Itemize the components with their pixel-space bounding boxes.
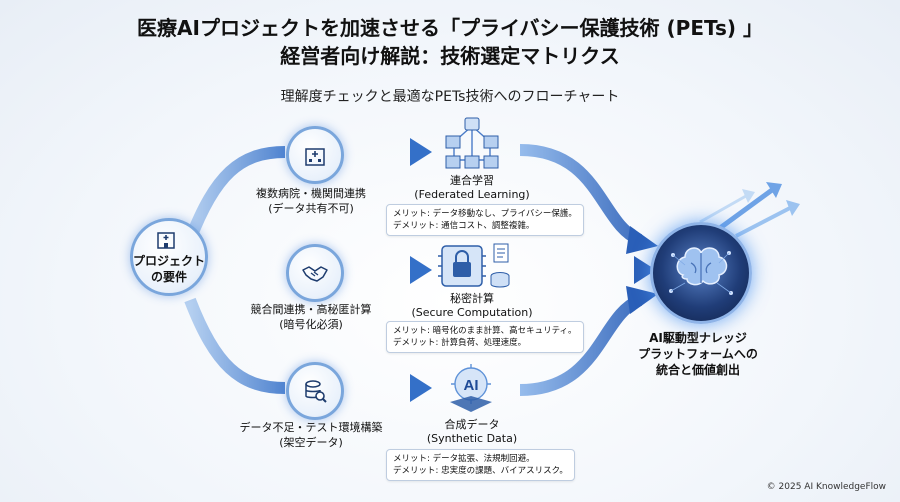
ai-chip-icon: AI [450, 364, 492, 412]
target-label-line-3: 統合と価値創出 [655, 363, 740, 377]
source-label-2: 競合間連携・高秘匿計算 (暗号化必須) [236, 302, 386, 332]
hub-circle: プロジェクト の要件 [130, 218, 208, 296]
tech-3-icon-wrap: AI [440, 362, 502, 418]
hub-label-line-1: プロジェクト [133, 254, 206, 268]
brain-icon [669, 247, 733, 295]
tech-2-name: 秘密計算 (Secure Computation) [400, 292, 544, 320]
target-label-line-2: プラットフォームへの [638, 347, 758, 361]
source-label-3: データ不足・テスト環境構築 (架空データ) [226, 420, 396, 450]
tech-1-name-ja: 連合学習 [450, 174, 494, 187]
title-line-2: 経営者向け解説：技術選定マトリクス [280, 44, 620, 68]
tech-2-info-box: メリット: 暗号化のまま計算、高セキュリティ。 デメリット: 計算負荷、処理速度… [386, 321, 584, 353]
arrowhead-6 [626, 286, 658, 314]
arrowhead-2 [410, 256, 432, 284]
source-2-line-1: 競合間連携・高秘匿計算 [250, 303, 372, 316]
source-circle-3 [286, 362, 344, 420]
source-1-line-1: 複数病院・機関間連携 [256, 187, 366, 200]
tech-3-merit: メリット: データ拡張、法規制回避。 [393, 454, 535, 464]
tech-1-merit: メリット: データ移動なし、プライバシー保護。 [393, 209, 577, 219]
tech-3-name: 合成データ (Synthetic Data) [400, 418, 544, 446]
tech-1-icon-wrap [440, 116, 504, 176]
arrow-tech-3-to-brain [519, 294, 643, 396]
source-3-line-1: データ不足・テスト環境構築 [239, 421, 383, 434]
arrowhead-1 [410, 138, 432, 166]
target-circle [650, 222, 752, 324]
growth-arrow-1 [718, 187, 774, 231]
page-subtitle: 理解度チェックと最適なPETs技術へのフローチャート [280, 89, 620, 105]
source-2-line-2: (暗号化必須) [279, 318, 343, 331]
tech-1-name-en: (Federated Learning) [414, 188, 530, 201]
copyright-text: © 2025 AI KnowledgeFlow [766, 482, 886, 492]
tech-3-name-en: (Synthetic Data) [426, 432, 518, 445]
lock-chip-icon [438, 243, 510, 288]
tech-2-name-ja: 秘密計算 [450, 292, 494, 305]
growth-arrow-2 [735, 206, 791, 238]
arrow-hub-to-source-1 [184, 146, 286, 243]
target-label: AI駆動型ナレッジ プラットフォームへの 統合と価値創出 [628, 330, 768, 378]
tech-2-demerit: デメリット: 計算負荷、処理速度。 [393, 338, 527, 348]
tech-2-name-en: (Secure Computation) [411, 306, 533, 319]
source-label-1: 複数病院・機関間連携 (データ共有不可) [236, 186, 386, 216]
tech-2-merit: メリット: 暗号化のまま計算、高セキュリティ。 [393, 326, 577, 336]
hub-label: プロジェクト の要件 [133, 253, 205, 285]
tech-1-demerit: デメリット: 通信コスト、調整複雑。 [393, 221, 535, 231]
source-circle-2 [286, 244, 344, 302]
source-3-line-2: (架空データ) [279, 436, 343, 449]
arrowhead-4 [626, 226, 658, 254]
title-line-1: 医療AIプロジェクトを加速させる「プライバシー保護技術 (PETs) 」 [137, 16, 763, 40]
hospital-building-icon [305, 148, 325, 166]
tech-3-demerit: デメリット: 忠実度の課題、バイアスリスク。 [393, 466, 568, 476]
tech-2-icon-wrap [436, 242, 512, 294]
tech-3-name-ja: 合成データ [444, 418, 500, 431]
tech-1-info-box: メリット: データ移動なし、プライバシー保護。 デメリット: 通信コスト、調整複… [386, 204, 584, 236]
target-label-line-1: AI駆動型ナレッジ [649, 331, 747, 345]
network-cubes-icon [445, 117, 499, 169]
page-title: 医療AIプロジェクトを加速させる「プライバシー保護技術 (PETs) 」 経営者… [0, 14, 900, 70]
source-circle-1 [286, 126, 344, 184]
database-search-icon [305, 380, 327, 403]
source-1-line-2: (データ共有不可) [268, 202, 354, 215]
arrowhead-3 [410, 374, 432, 402]
hospital-icon [157, 232, 175, 249]
hub-label-line-2: の要件 [150, 270, 187, 284]
arrow-hub-to-source-3 [184, 297, 286, 394]
tech-1-name: 連合学習 (Federated Learning) [400, 174, 544, 202]
growth-arrow-3 [699, 194, 747, 224]
svg-text:AI: AI [464, 377, 479, 394]
handshake-icon [302, 266, 328, 282]
arrowhead-5 [634, 256, 656, 284]
arrow-tech-1-to-brain [519, 144, 643, 246]
tech-3-info-box: メリット: データ拡張、法規制回避。 デメリット: 忠実度の課題、バイアスリスク… [386, 449, 575, 481]
